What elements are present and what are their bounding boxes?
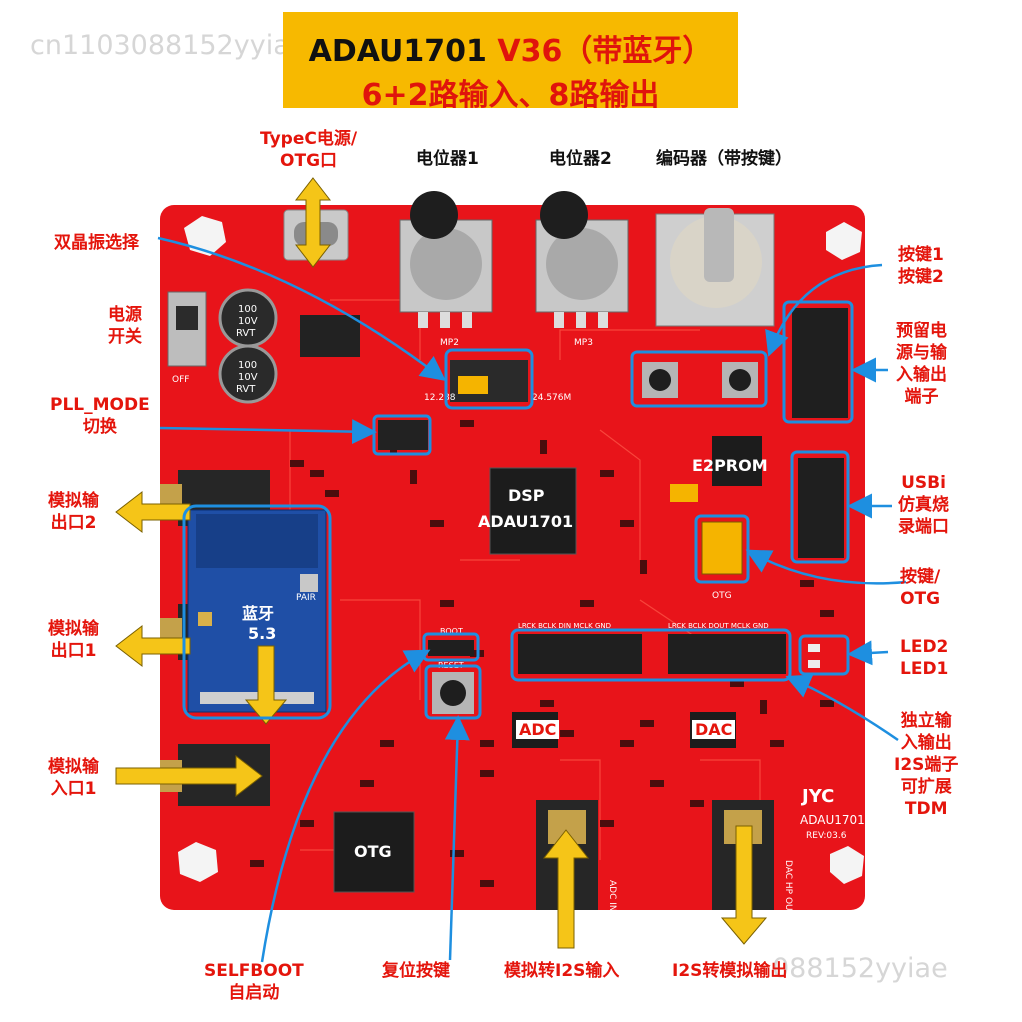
otg-chip	[333, 811, 415, 893]
label-pot2: 电位器2	[549, 149, 612, 169]
label-adc-in: 模拟转I2S输入	[504, 961, 620, 981]
pll-jumper	[378, 420, 428, 450]
silk-off: OFF	[172, 375, 189, 385]
yellow-arrows	[115, 177, 768, 949]
silk-crystal-a: 12.288	[424, 393, 456, 403]
rotary-encoder	[655, 208, 775, 327]
label-usbi: USBi 仿真烧 录端口	[898, 473, 949, 537]
chip-dac: DAC	[692, 720, 736, 739]
i2s-output-header	[668, 634, 786, 674]
label-typec: TypeC电源/ OTG口	[260, 129, 358, 171]
silk-mp2: MP2	[440, 338, 459, 348]
watermark-left: cn1103088152yyiae	[30, 30, 307, 61]
callout-leaders	[157, 236, 907, 963]
led-2	[808, 644, 820, 652]
label-power-switch: 电源 开关	[108, 305, 142, 347]
svg-text:RVT: RVT	[236, 384, 256, 395]
title-banner: ADAU1701 V36（带蓝牙） 6+2路输入、8路输出	[283, 12, 738, 113]
watermark-right: 088152yyiae	[772, 953, 948, 984]
voltage-regulator	[300, 315, 360, 357]
label-i2s-ports: 独立输 入输出 I2S端子 可扩展 TDM	[894, 711, 959, 819]
push-buttons	[642, 362, 758, 398]
banner-line-1: ADAU1701 V36（带蓝牙）	[283, 26, 738, 70]
chip-adc: ADC	[516, 720, 560, 739]
label-dual-crystal: 双晶振选择	[54, 233, 139, 253]
dsp-chip	[489, 467, 577, 555]
chip-otg: OTG	[354, 842, 392, 861]
silk-board: ADAU1701	[800, 813, 865, 827]
banner-model: ADAU1701	[308, 34, 487, 69]
silk-brand: JYC	[800, 786, 834, 807]
silk-crystal-b: 24.576M	[532, 393, 571, 403]
svg-text:RVT: RVT	[236, 328, 256, 339]
label-reserved-power: 预留电 源与输 入输出 端子	[896, 321, 947, 407]
silk-mp3: MP3	[574, 338, 593, 348]
silk-pair: PAIR	[296, 593, 316, 603]
chip-bt-ver: 5.3	[248, 624, 277, 643]
svg-text:10V: 10V	[238, 316, 258, 327]
i2s-input-header	[518, 634, 642, 674]
label-analog-in1: 模拟输 入口1	[48, 757, 99, 799]
svg-text:100: 100	[238, 304, 257, 315]
label-analog-out1: 模拟输 出口1	[48, 619, 99, 661]
silk-adc-in: ADC IN	[607, 880, 617, 912]
label-selfboot: SELFBOOT 自启动	[204, 961, 304, 1003]
silk-dac-out: DAC HP OUT	[783, 860, 793, 917]
banner-version: V36	[497, 34, 563, 69]
boot-header	[428, 640, 474, 656]
usbi-header	[798, 458, 844, 558]
banner-bluetooth: （带蓝牙）	[562, 34, 713, 69]
label-reset-key: 复位按键	[382, 961, 450, 981]
potentiometer-2	[535, 191, 629, 328]
silk-i2s-in: LRCK BCLK DIN MCLK GND	[518, 622, 611, 630]
pcb-traces	[240, 299, 761, 880]
potentiometer-1	[399, 191, 493, 328]
label-key-otg: 按键/ OTG	[900, 567, 941, 609]
svg-text:100: 100	[238, 360, 257, 371]
chip-dsp-label: DSP	[508, 486, 545, 505]
e2prom-chip	[712, 436, 762, 486]
label-encoder: 编码器（带按键）	[656, 149, 792, 169]
label-keys: 按键1 按键2	[898, 245, 944, 287]
svg-text:10V: 10V	[238, 372, 258, 383]
smd-components	[250, 420, 834, 887]
led-1	[808, 660, 820, 668]
pcb-board	[160, 205, 865, 910]
silk-rev: REV:03.6	[806, 831, 847, 841]
label-leds: LED2 LED1	[900, 637, 949, 679]
label-dac-out: I2S转模拟输出	[672, 961, 788, 981]
otg-jumper	[701, 521, 743, 575]
label-pot1: 电位器1	[416, 149, 479, 169]
mounting-holes	[178, 216, 864, 884]
silk-boot: BOOT	[440, 627, 463, 636]
label-pll-mode: PLL_MODE 切换	[50, 395, 150, 437]
reserved-header	[792, 308, 848, 418]
silk-i2s-out: LRCK BCLK DOUT MCLK GND	[668, 622, 769, 630]
silk-otg: OTG	[712, 591, 732, 601]
banner-io: 6+2路输入、8路输出	[361, 78, 660, 113]
label-analog-out2: 模拟输 出口2	[48, 491, 99, 533]
chip-dsp-part: ADAU1701	[478, 512, 574, 531]
chip-bt: 蓝牙	[242, 604, 275, 623]
chip-e2prom: E2PROM	[692, 456, 768, 475]
callout-boxes	[182, 300, 854, 720]
